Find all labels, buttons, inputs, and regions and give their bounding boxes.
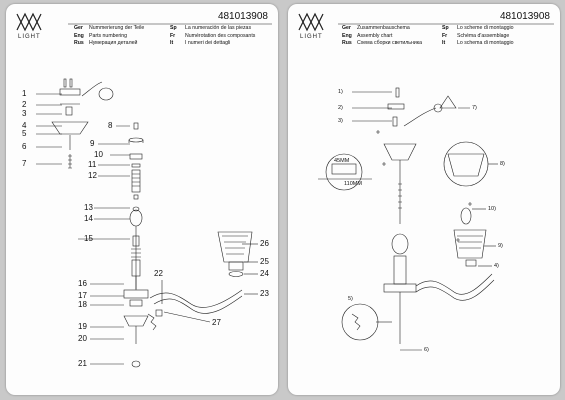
step-label: 6) [424, 347, 429, 353]
part-label: 1 [22, 89, 27, 98]
step-label: 10) [488, 206, 496, 212]
step-label: 2) [338, 105, 343, 111]
part-label: 16 [78, 279, 87, 288]
part-label: 26 [260, 239, 269, 248]
part-label: 27 [212, 318, 221, 327]
part-label: 3 [22, 109, 27, 118]
article-code: 481013908 [217, 11, 268, 22]
brand-logo-icon [298, 12, 324, 32]
brand-logo-icon [16, 12, 42, 32]
step-label: 1) [338, 89, 343, 95]
part-label: 22 [154, 269, 163, 278]
part-label: 15 [84, 234, 93, 243]
part-label: 6 [22, 142, 27, 151]
part-label: 19 [78, 322, 87, 331]
parts-drawing [36, 23, 272, 368]
part-label: 9 [90, 139, 95, 148]
part-label: 10 [94, 150, 103, 159]
step-label: 7) [472, 105, 477, 111]
dimension-label: 110MM [344, 181, 362, 187]
part-label: 8 [108, 121, 113, 130]
part-label: 14 [84, 214, 93, 223]
part-label: 12 [88, 171, 97, 180]
part-label: 2 [22, 100, 27, 109]
step-label: 5) [348, 296, 353, 302]
part-label: 24 [260, 269, 269, 278]
step-label: 9) [498, 243, 503, 249]
step-label: 8) [500, 161, 505, 167]
brand-name: LIGHT [18, 34, 41, 40]
step-label: 3) [338, 118, 343, 124]
part-label: 25 [260, 257, 269, 266]
part-label: 7 [22, 159, 27, 168]
part-label: 21 [78, 359, 87, 368]
brand-logo: LIGHT [296, 10, 326, 44]
dimension-label: 45MM [334, 158, 350, 164]
part-label: 20 [78, 334, 87, 343]
part-label: 13 [84, 203, 93, 212]
brand-name: LIGHT [300, 34, 323, 40]
brand-logo: LIGHT [14, 10, 44, 44]
step-label: 4) [494, 263, 499, 269]
part-label: 18 [78, 300, 87, 309]
article-code: 481013908 [499, 11, 550, 22]
part-label: 5 [22, 129, 27, 138]
part-label: 17 [78, 291, 87, 300]
part-label: 4 [22, 121, 27, 130]
assembly-drawing [318, 23, 554, 351]
part-label: 23 [260, 289, 269, 298]
part-label: 11 [88, 160, 97, 169]
